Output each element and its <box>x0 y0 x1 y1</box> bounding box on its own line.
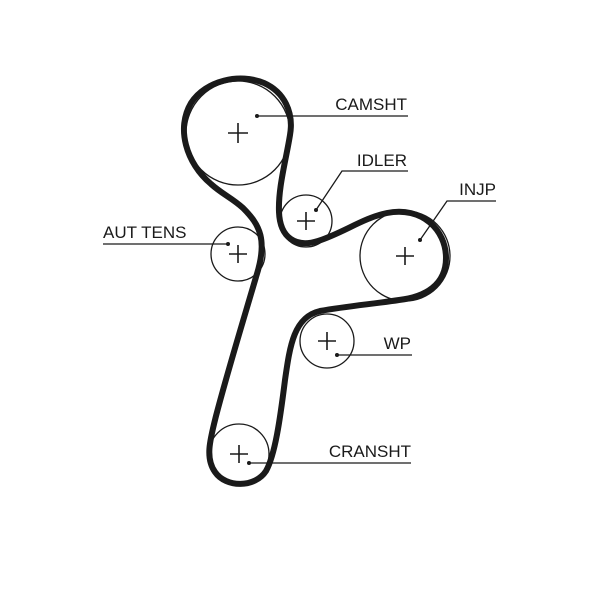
camshaft-leader <box>255 114 408 118</box>
idler-center-cross <box>297 212 315 230</box>
injection-pump-leader <box>418 200 496 242</box>
crankshaft-center-cross <box>230 445 248 463</box>
crankshaft-label: CRANSHT <box>329 442 411 461</box>
injection-pump-center-cross <box>396 247 414 265</box>
auto-tensioner-center-cross <box>229 245 247 263</box>
idler-label: IDLER <box>357 151 407 170</box>
auto-tensioner-leader <box>103 242 230 246</box>
camshaft-label: CAMSHT <box>335 95 407 114</box>
water-pump-leader <box>335 353 412 357</box>
timing-belt <box>180 75 449 487</box>
camshaft-center-cross <box>228 123 248 143</box>
water-pump-label: WP <box>384 334 411 353</box>
auto-tensioner-label: AUT TENS <box>103 223 186 242</box>
injection-pump-label: INJP <box>459 180 496 199</box>
idler-leader <box>314 170 408 212</box>
water-pump-center-cross <box>318 332 336 350</box>
crankshaft-leader <box>247 461 411 465</box>
